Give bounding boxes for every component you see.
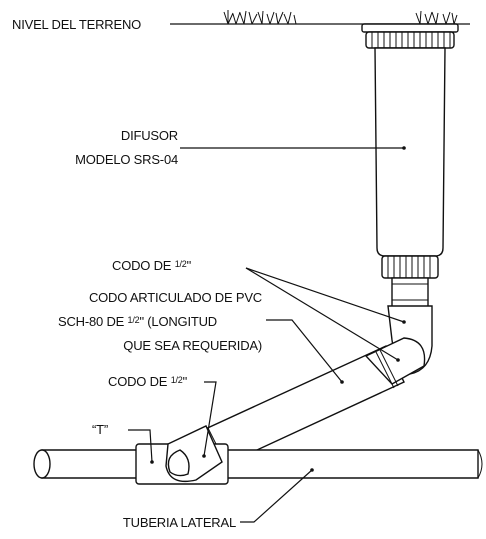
label-lateral-pipe: TUBERIA LATERAL [123, 515, 236, 530]
tee-fitting [135, 425, 229, 485]
label-diffuser: DIFUSOR [121, 128, 178, 143]
label-swing-joint-length: QUE SEA REQUERIDA) [123, 338, 262, 353]
label-diffuser-model: MODELO SRS-04 [75, 152, 178, 167]
label-swing-joint: CODO ARTICULADO DE PVC [89, 290, 262, 305]
lateral-pipe [33, 449, 483, 479]
label-elbow-top: CODO DE 1/2" [112, 258, 192, 273]
ground-level [170, 10, 470, 25]
label-elbow-bottom: CODO DE 1/2" [108, 374, 188, 389]
label-ground-level: NIVEL DEL TERRENO [12, 17, 141, 32]
label-tee: “T” [92, 422, 108, 437]
label-swing-joint-size: SCH-80 DE 1/2" (LONGITUD [58, 314, 217, 329]
leader-lines [128, 146, 406, 523]
diffuser-body [361, 23, 459, 309]
